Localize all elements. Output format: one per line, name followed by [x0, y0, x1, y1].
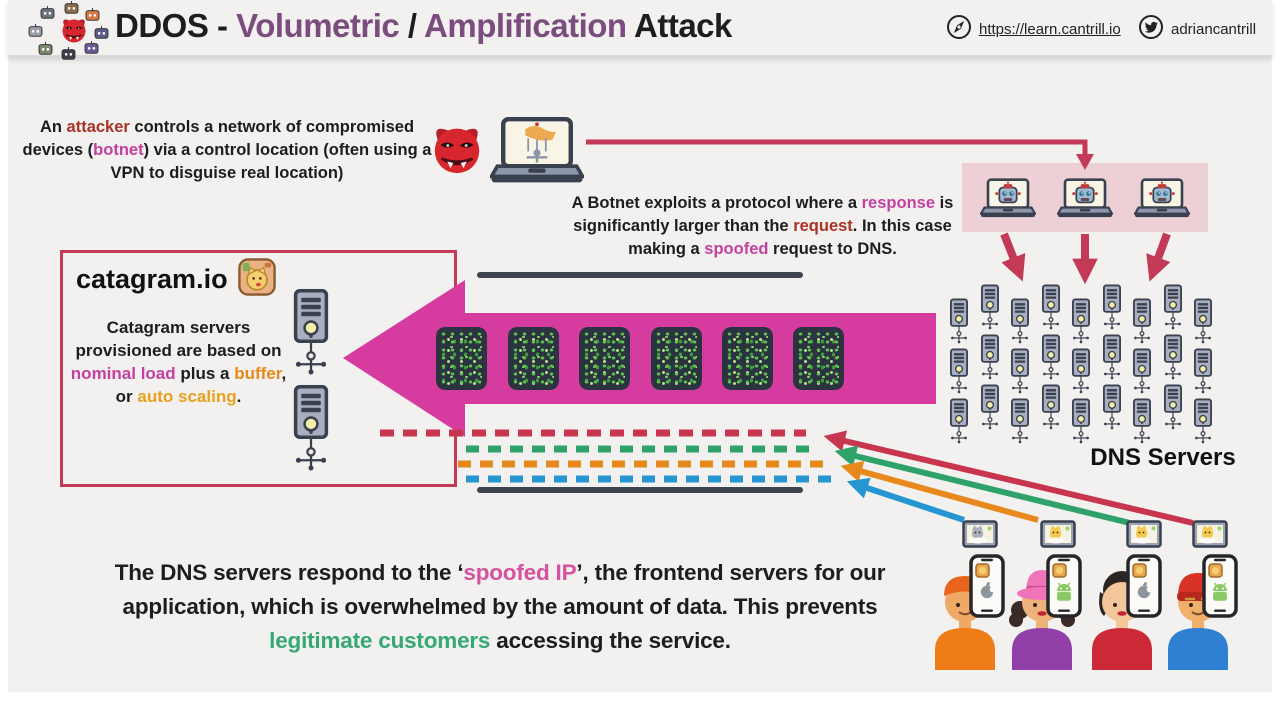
cat-screen-icon [1126, 520, 1162, 550]
robot-icon [38, 42, 53, 56]
cat-screen-icon [1040, 520, 1076, 550]
dns-server-icon [1101, 384, 1123, 430]
dns-server-icon [979, 284, 1001, 330]
devil-icon [59, 14, 89, 44]
catagram-title: catagram.io [76, 264, 228, 294]
customer-avatar [1158, 552, 1242, 670]
data-packet [793, 327, 844, 390]
cat-screen-icon [962, 520, 998, 550]
dns-server-icon [979, 334, 1001, 380]
customer-avatar [925, 552, 1009, 670]
dns-server-icon [1192, 348, 1214, 394]
conclusion-note: The DNS servers respond to the ‘spoofed … [114, 560, 886, 653]
attacker-note: An attacker controls a network of compro… [22, 118, 432, 182]
android-phone-icon [1202, 554, 1238, 623]
data-packet [722, 327, 773, 390]
cat-screen-icon [1192, 520, 1228, 550]
twitter-handle-label: adriancantrill [1171, 20, 1257, 38]
botnet-box [962, 163, 1208, 232]
robot-icon [94, 26, 109, 40]
dns-server-icon [1131, 298, 1153, 344]
site-link[interactable]: https://learn.cantrill.io [946, 15, 1121, 43]
robot-icon [84, 41, 99, 55]
botnet-note: A Botnet exploits a protocol where a res… [571, 194, 954, 258]
dns-server-icon [1070, 298, 1092, 344]
dns-server-icon [1162, 334, 1184, 380]
android-phone-icon [1046, 554, 1082, 623]
data-packet [579, 327, 630, 390]
twitter-icon [1138, 14, 1164, 44]
dns-server-icon [1009, 398, 1031, 444]
apple-phone-icon [1126, 554, 1162, 623]
dns-server-icon [1162, 384, 1184, 430]
dns-server-icon [948, 298, 970, 344]
robot-icon [40, 6, 55, 20]
header-bar: DDOS - Volumetric / Amplification Attack… [8, 0, 1272, 60]
dns-server-icon [1192, 298, 1214, 344]
robot-icon [61, 47, 76, 61]
catagram-note: Catagram servers provisioned are based o… [70, 318, 287, 406]
dns-server-icon [1192, 398, 1214, 444]
devil-icon [428, 118, 486, 176]
apple-phone-icon [969, 554, 1005, 623]
botnet-emoji-cluster [28, 1, 120, 60]
dns-server-icon [1131, 348, 1153, 394]
robot-icon [64, 1, 79, 15]
dns-server-icon [1070, 348, 1092, 394]
dns-server-grid [948, 284, 1218, 448]
dns-server-icon [1131, 398, 1153, 444]
dns-server-icon [948, 348, 970, 394]
dns-server-icon [1162, 284, 1184, 330]
bot-laptop-icon [1056, 177, 1114, 218]
bot-laptop-icon [1132, 177, 1191, 218]
customer-avatar [1082, 552, 1166, 670]
frontend-server-icon [290, 288, 332, 376]
dns-server-icon [1009, 348, 1031, 394]
dns-server-icon [1040, 384, 1062, 430]
dns-server-icon [1040, 334, 1062, 380]
frontend-server-icon [290, 384, 332, 472]
robot-icon [28, 24, 43, 38]
dns-server-icon [948, 398, 970, 444]
page-title: DDOS - Volumetric / Amplification Attack [115, 7, 732, 44]
dns-server-icon [1009, 298, 1031, 344]
control-laptop-icon [488, 116, 586, 184]
dns-server-icon [979, 384, 1001, 430]
dns-servers-label: DNS Servers [1090, 444, 1236, 471]
site-link-label[interactable]: https://learn.cantrill.io [979, 20, 1121, 38]
dns-server-icon [1101, 284, 1123, 330]
dns-server-icon [1040, 284, 1062, 330]
robot-icon [85, 8, 100, 22]
data-packet [436, 327, 487, 390]
data-packet [651, 327, 702, 390]
dns-server-icon [1101, 334, 1123, 380]
bot-laptop-icon [979, 177, 1038, 218]
dns-server-icon [1070, 398, 1092, 444]
twitter-handle[interactable]: adriancantrill [1138, 15, 1256, 43]
catagram-app-icon [237, 258, 276, 301]
data-packet [508, 327, 559, 390]
compass-icon [946, 14, 972, 44]
customer-avatar [1002, 552, 1086, 670]
